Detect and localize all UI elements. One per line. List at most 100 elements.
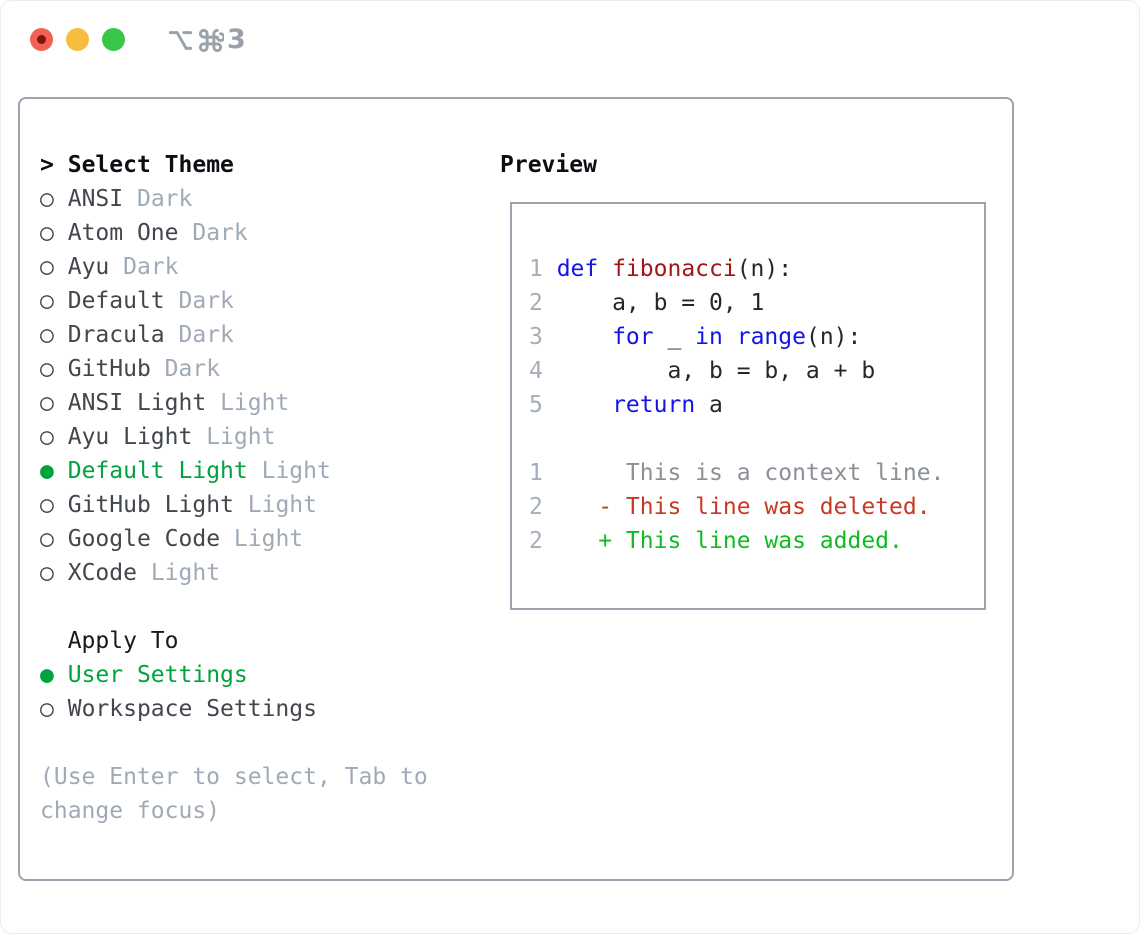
preview-line-code: 3 for _ in range(n):: [529, 320, 984, 354]
radio-icon: ○: [40, 356, 54, 382]
theme-name: GitHub Light: [67, 492, 234, 518]
theme-option-ansi-dark[interactable]: ○ ANSI Dark: [40, 182, 485, 216]
select-theme-heading: > Select Theme: [40, 148, 485, 182]
theme-name: Default: [67, 288, 165, 314]
preview-line-code: 1 def fibonacci(n):: [529, 252, 984, 286]
preview-line-diff-deleted: 2 - This line was deleted.: [529, 490, 984, 524]
theme-name: ANSI Light: [67, 390, 207, 416]
radio-icon: ○: [40, 424, 54, 450]
radio-icon: ○: [40, 322, 54, 348]
theme-variant: Dark: [192, 220, 248, 246]
radio-icon: ○: [40, 186, 54, 212]
keyboard-hint: (Use Enter to select, Tab to change focu…: [40, 764, 428, 824]
theme-option-ayu-light-light[interactable]: ○ Ayu Light Light: [40, 420, 485, 454]
theme-variant: Light: [233, 526, 304, 552]
code-segment: def: [556, 256, 613, 282]
zoom-button[interactable]: [102, 28, 125, 51]
radio-icon: ○: [40, 560, 54, 586]
apply-to-list: ● User Settings○ Workspace Settings: [40, 658, 485, 726]
theme-variant: Light: [220, 390, 290, 416]
preview-heading: Preview: [500, 152, 597, 178]
theme-variant: Dark: [164, 356, 221, 382]
titlebar: 3: [0, 0, 1140, 78]
theme-option-default-light-light[interactable]: ● Default Light Light: [40, 454, 485, 488]
radio-icon: ○: [40, 526, 54, 552]
preview-line-diff-context: 1 This is a context line.: [529, 456, 984, 490]
shortcut-number: 3: [227, 24, 246, 55]
theme-selector-panel: > Select Theme ○ ANSI Dark○ Atom One Dar…: [18, 97, 1014, 881]
code-segment: _: [653, 324, 696, 350]
code-segment: range: [736, 324, 806, 350]
command-key-icon: [198, 28, 224, 52]
code-segment: for: [612, 324, 654, 350]
theme-option-google-code-light[interactable]: ○ Google Code Light: [40, 522, 485, 556]
option-key-icon: [168, 30, 193, 50]
code-segment: a: [695, 392, 723, 418]
line-number: 2: [529, 290, 543, 316]
code-segment: (n):: [736, 256, 793, 282]
theme-list: ○ ANSI Dark○ Atom One Dark○ Ayu Dark○ De…: [40, 182, 485, 590]
code-segment: in: [695, 324, 723, 350]
theme-option-atom-one-dark[interactable]: ○ Atom One Dark: [40, 216, 485, 250]
theme-name: Ayu Light: [67, 424, 193, 450]
theme-name: ANSI: [67, 186, 124, 212]
unsaved-indicator-dot: [37, 35, 46, 44]
code-segment: fibonacci: [612, 256, 737, 282]
radio-icon: ○: [40, 254, 54, 280]
theme-name: GitHub: [67, 356, 151, 382]
apply-option-name: User Settings: [67, 662, 248, 688]
theme-variant: Dark: [123, 254, 179, 280]
theme-name: XCode: [67, 560, 137, 586]
code-segment: [557, 528, 599, 554]
code-segment: - This line was deleted.: [598, 494, 931, 520]
radio-icon: ○: [40, 220, 54, 246]
cursor-prefix: >: [40, 152, 54, 178]
theme-option-default-dark[interactable]: ○ Default Dark: [40, 284, 485, 318]
minimize-button[interactable]: [66, 28, 89, 51]
line-number: 5: [529, 392, 543, 418]
theme-option-github-dark[interactable]: ○ GitHub Dark: [40, 352, 485, 386]
preview-line-code: 2 a, b = 0, 1: [529, 286, 984, 320]
radio-icon: ○: [40, 288, 54, 314]
theme-option-ayu-dark[interactable]: ○ Ayu Dark: [40, 250, 485, 284]
theme-name: Dracula: [67, 322, 165, 348]
theme-name: Ayu: [67, 254, 110, 280]
preview-line-code: 4 a, b = b, a + b: [529, 354, 984, 388]
theme-option-github-light-light[interactable]: ○ GitHub Light Light: [40, 488, 485, 522]
close-button[interactable]: [30, 28, 53, 51]
apply-option-user-settings[interactable]: ● User Settings: [40, 658, 485, 692]
apply-option-workspace-settings[interactable]: ○ Workspace Settings: [40, 692, 485, 726]
theme-name: Atom One: [67, 220, 179, 246]
spacer: [40, 590, 485, 624]
theme-option-dracula-dark[interactable]: ○ Dracula Dark: [40, 318, 485, 352]
preview-line-code: 5 return a: [529, 388, 984, 422]
theme-list-column: > Select Theme ○ ANSI Dark○ Atom One Dar…: [40, 148, 485, 828]
line-number: 4: [529, 358, 543, 384]
traffic-lights: [30, 28, 125, 51]
line-number: 1: [529, 256, 543, 282]
theme-variant: Light: [150, 560, 221, 586]
code-segment: [557, 392, 612, 418]
theme-variant: Light: [206, 424, 276, 450]
spacer: [40, 726, 485, 760]
selected-radio-icon: ●: [40, 458, 54, 484]
code-segment: + This line was added.: [598, 528, 903, 554]
theme-variant: Dark: [136, 186, 193, 212]
code-segment: This is a context line.: [556, 460, 945, 486]
theme-option-xcode-light[interactable]: ○ XCode Light: [40, 556, 485, 590]
selected-radio-icon: ●: [40, 662, 54, 688]
theme-variant: Dark: [178, 322, 234, 348]
radio-icon: ○: [40, 696, 54, 722]
code-segment: a, b = b, a + b: [556, 358, 876, 384]
code-segment: [723, 324, 737, 350]
apply-to-heading-label: Apply To: [67, 628, 179, 654]
theme-option-ansi-light-light[interactable]: ○ ANSI Light Light: [40, 386, 485, 420]
theme-variant: Light: [261, 458, 331, 484]
line-number: 2: [529, 528, 543, 554]
theme-variant: Dark: [178, 288, 234, 314]
apply-option-name: Workspace Settings: [67, 696, 317, 722]
